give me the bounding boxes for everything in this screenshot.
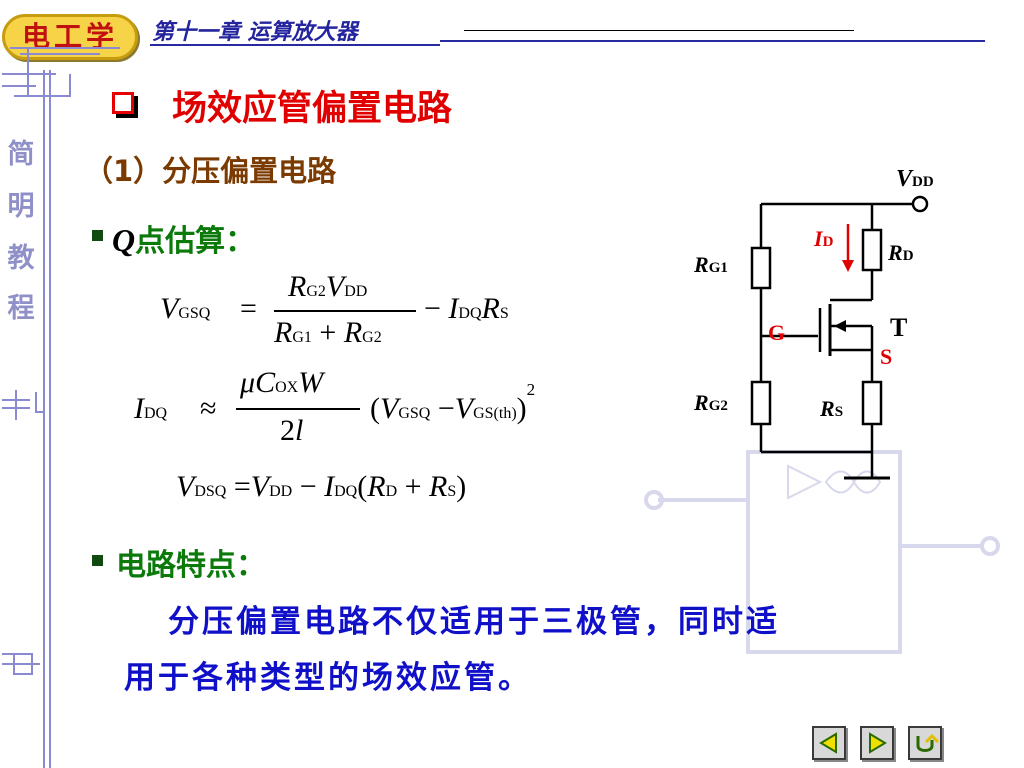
- rg2-resistor: [750, 380, 772, 426]
- eq2-numerator: μCOXW: [240, 366, 324, 399]
- header-rule-3: [440, 40, 985, 42]
- sidebar-char-3: 教: [7, 243, 35, 274]
- bullet-features: [92, 555, 103, 566]
- left-decoration: [2, 47, 120, 768]
- return-arrow-icon: [916, 733, 940, 752]
- chapter-title: 第十一章 运算放大器: [152, 19, 358, 45]
- eq1-lhs: VGSQ: [160, 292, 211, 325]
- triangle-right-icon: [869, 732, 887, 754]
- eq1-equals: =: [240, 292, 257, 325]
- circuit-diagram: VDD ID RD RG1 RG2 RS G T S: [693, 166, 934, 480]
- eq1: VGSQ = RG2VDD RG1 + RG2 − IDQRS: [160, 270, 540, 360]
- next-button[interactable]: [860, 726, 894, 760]
- label-rs: RS: [819, 396, 843, 421]
- eq2-denominator: 2l: [280, 414, 304, 447]
- q-label-text: 点估算：: [135, 224, 256, 259]
- title-checkbox-icon: [112, 92, 134, 114]
- features-line-1: 分压偏置电路不仅适用于三极管，同时适: [168, 604, 780, 640]
- rs-resistor: [861, 380, 883, 426]
- header-rule-2: [464, 30, 854, 31]
- header-rule-1: [150, 44, 440, 46]
- eq3: VDSQ =VDD − IDQ(RD + RS): [176, 470, 467, 503]
- label-g: G: [768, 320, 785, 345]
- sidebar-char-2: 明: [7, 191, 35, 222]
- section-subtitle: （1）分压偏置电路: [84, 154, 337, 188]
- return-button[interactable]: [908, 726, 942, 760]
- label-t: T: [890, 313, 907, 342]
- channel-arrow-icon: [834, 320, 846, 332]
- rg1-resistor: [750, 246, 772, 290]
- label-rg1: RG1: [693, 252, 728, 277]
- eq2-approx: ≈: [200, 392, 217, 425]
- bullet-q: [92, 230, 103, 241]
- page-title: 场效应管偏置电路: [172, 89, 453, 129]
- label-s: S: [880, 344, 892, 369]
- rd-resistor: [861, 228, 883, 272]
- eq2: IDQ ≈ μCOXW 2l (VGSQ −VGS(th))2: [134, 366, 634, 456]
- eq1-fraction-bar: [274, 310, 416, 312]
- eq2-lhs: IDQ: [134, 392, 168, 425]
- logo-badge: [2, 14, 138, 60]
- label-rg2: RG2: [693, 390, 728, 415]
- triangle-left-icon: [819, 732, 837, 754]
- eq1-denominator: RG1 + RG2: [274, 316, 382, 349]
- sidebar-char-4: 程: [7, 293, 35, 324]
- label-rd: RD: [887, 240, 914, 265]
- features-line-2: 用于各种类型的场效应管。: [124, 660, 532, 696]
- eq2-fraction-bar: [236, 408, 360, 410]
- current-arrow-icon: [842, 260, 854, 272]
- features-label: 电路特点：: [116, 548, 266, 583]
- eq1-rhs: − IDQRS: [424, 292, 509, 325]
- eq1-numerator: RG2VDD: [288, 270, 368, 303]
- prev-button[interactable]: [812, 726, 846, 760]
- eq2-rhs: (VGSQ −VGS(th))2: [370, 380, 536, 425]
- label-vdd: VDD: [896, 166, 934, 192]
- q-letter: Q: [112, 222, 136, 258]
- sidebar-char-1: 简: [7, 139, 35, 170]
- q-estimate-label: Q点估算：: [112, 216, 255, 260]
- label-id: ID: [813, 226, 834, 251]
